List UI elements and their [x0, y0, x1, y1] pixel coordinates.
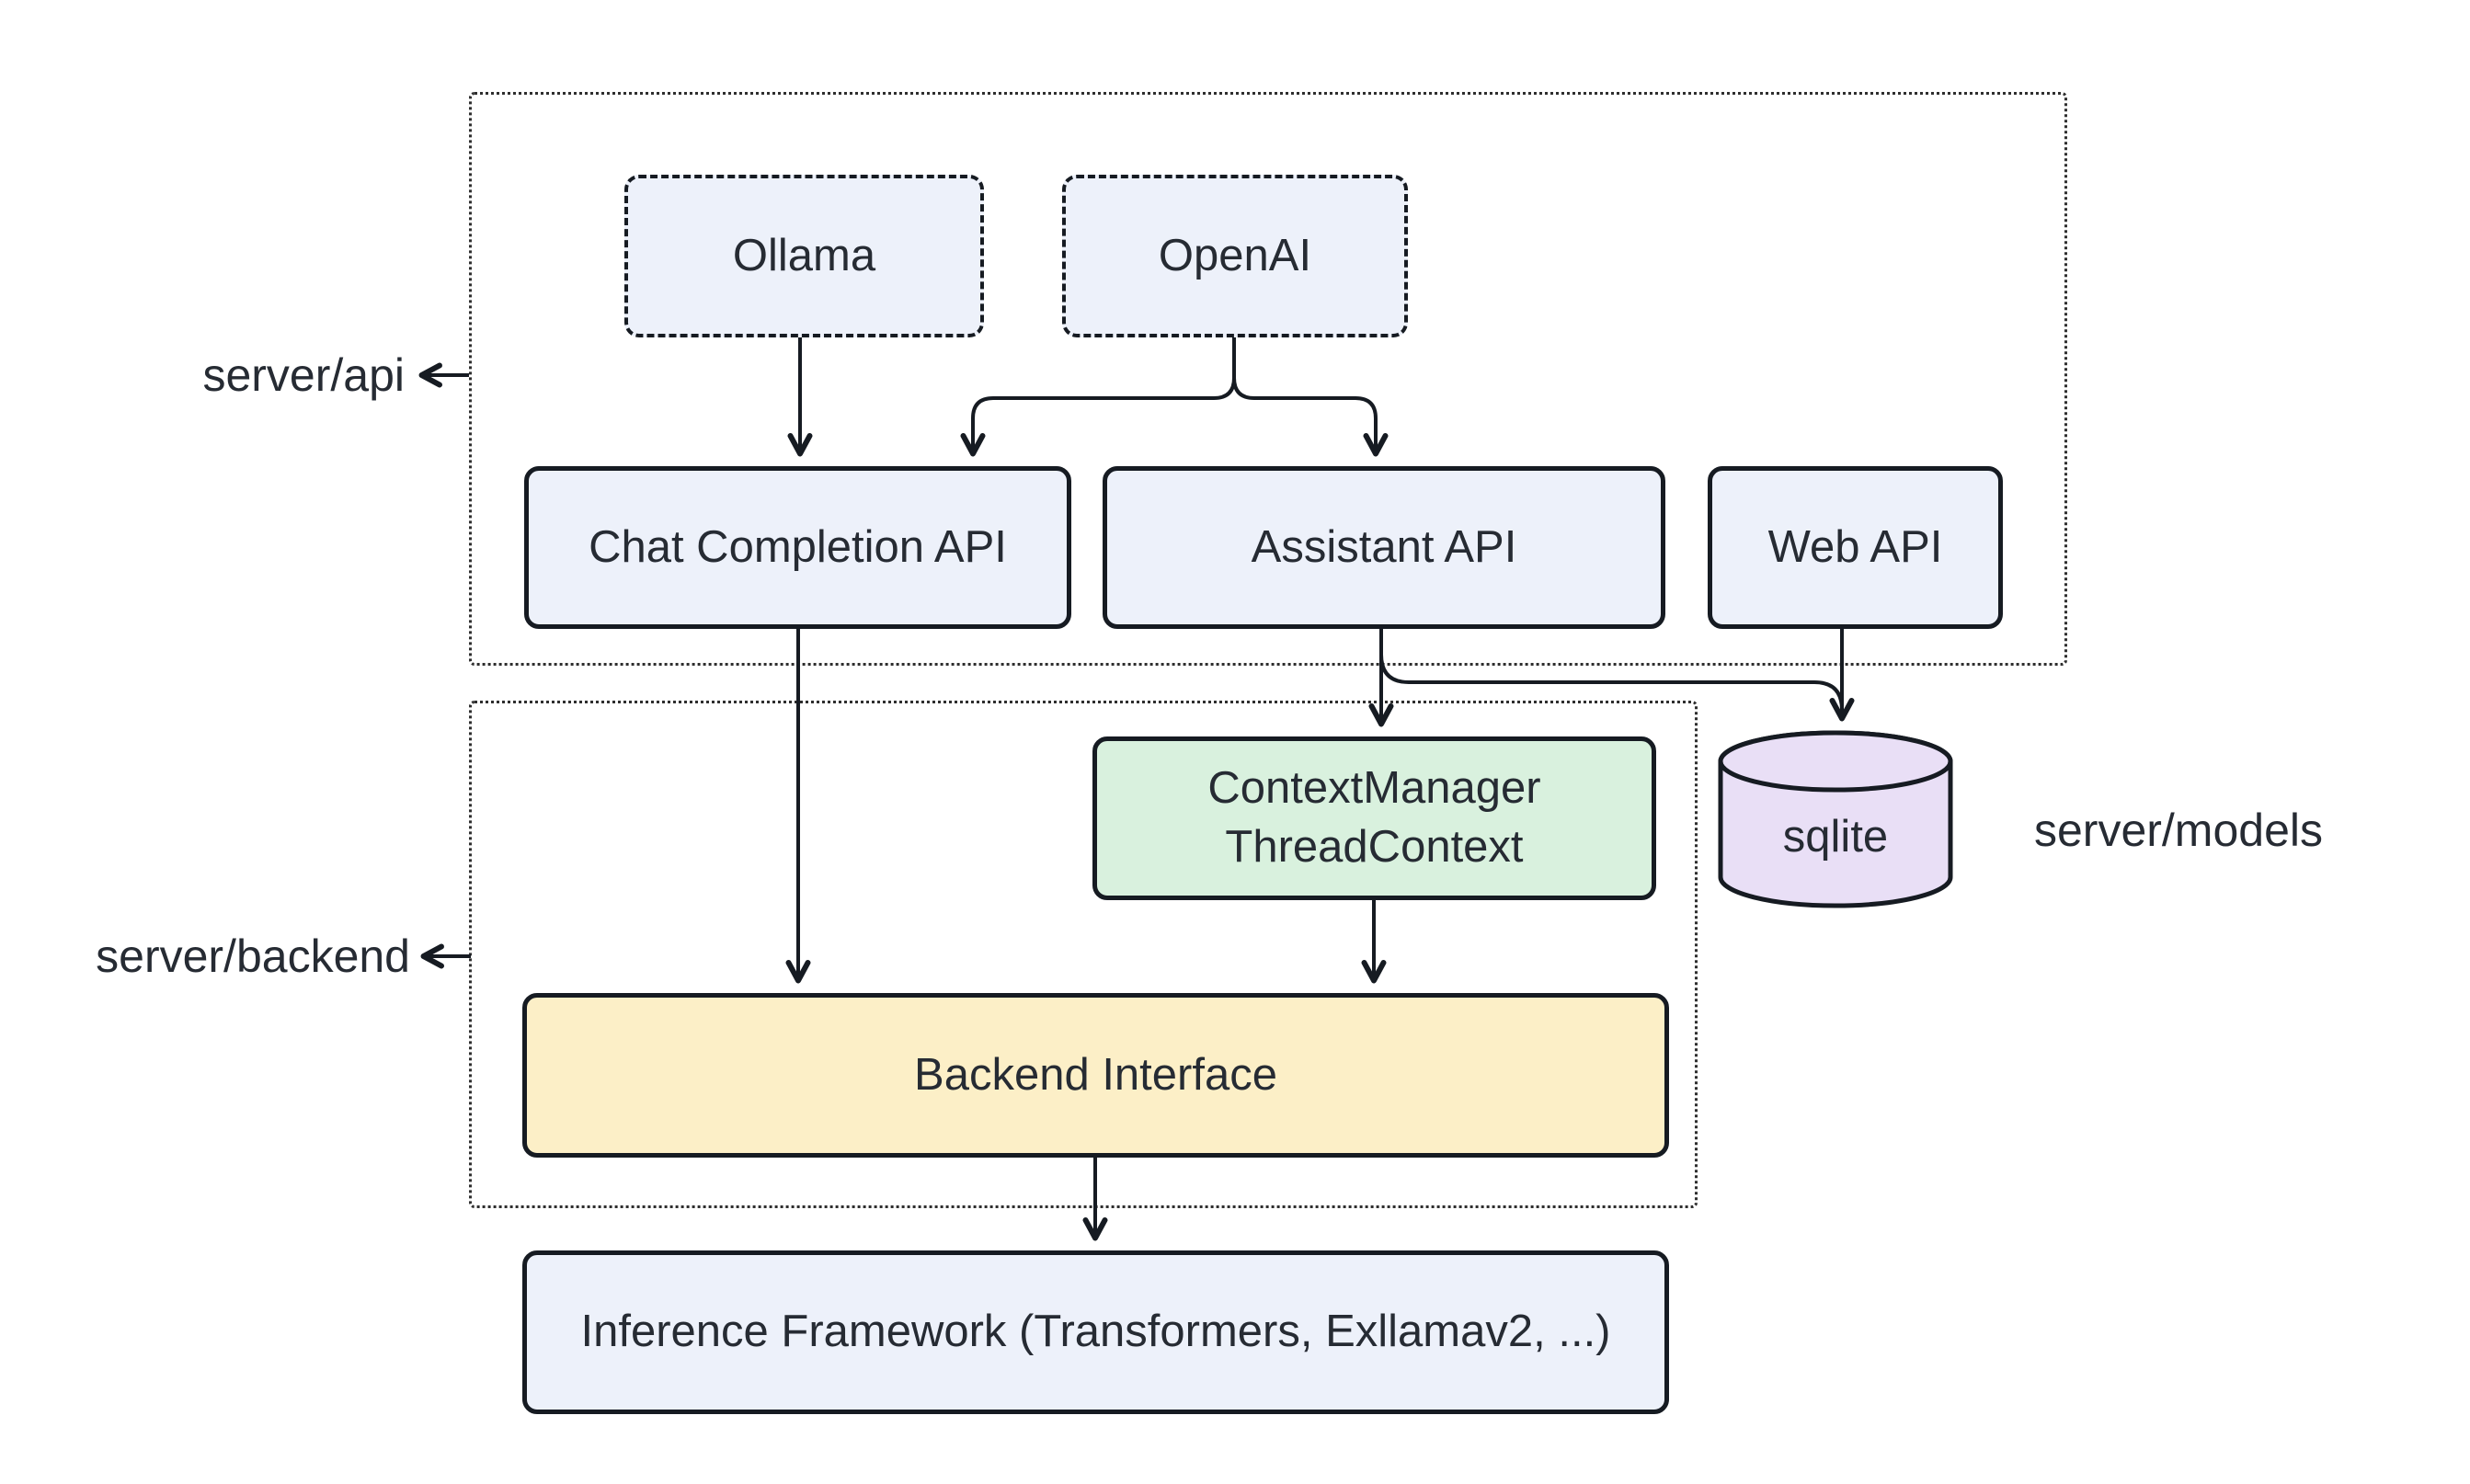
node-assistant-api-label: Assistant API	[1251, 521, 1517, 572]
node-context-manager: ContextManager ThreadContext	[1092, 736, 1656, 900]
server-api-label: server/api	[202, 349, 405, 401]
node-sqlite-cylinder: sqlite	[1718, 730, 1953, 908]
node-chat-completion-api: Chat Completion API	[524, 466, 1071, 629]
node-inference-framework: Inference Framework (Transformers, Exlla…	[522, 1250, 1669, 1414]
node-openai: OpenAI	[1062, 175, 1408, 337]
context-manager-line2: ThreadContext	[1225, 822, 1524, 872]
node-ollama-label: Ollama	[732, 230, 876, 280]
cylinder-top	[1718, 730, 1953, 793]
node-web-api: Web API	[1708, 466, 2003, 629]
node-web-api-label: Web API	[1767, 521, 1943, 572]
node-backend-interface: Backend Interface	[522, 993, 1669, 1158]
node-ollama: Ollama	[624, 175, 984, 337]
node-backend-interface-label: Backend Interface	[914, 1049, 1277, 1100]
context-manager-line1: ContextManager	[1207, 763, 1541, 814]
server-backend-label: server/backend	[96, 930, 410, 982]
node-sqlite-label: sqlite	[1783, 812, 1888, 862]
server-models-label: server/models	[2034, 805, 2323, 856]
node-context-manager-label: ContextManager ThreadContext	[1207, 759, 1540, 876]
node-openai-label: OpenAI	[1158, 230, 1312, 280]
node-chat-completion-api-label: Chat Completion API	[589, 521, 1007, 572]
server-api-group	[469, 92, 2067, 666]
node-inference-framework-label: Inference Framework (Transformers, Exlla…	[580, 1307, 1611, 1357]
node-assistant-api: Assistant API	[1103, 466, 1665, 629]
